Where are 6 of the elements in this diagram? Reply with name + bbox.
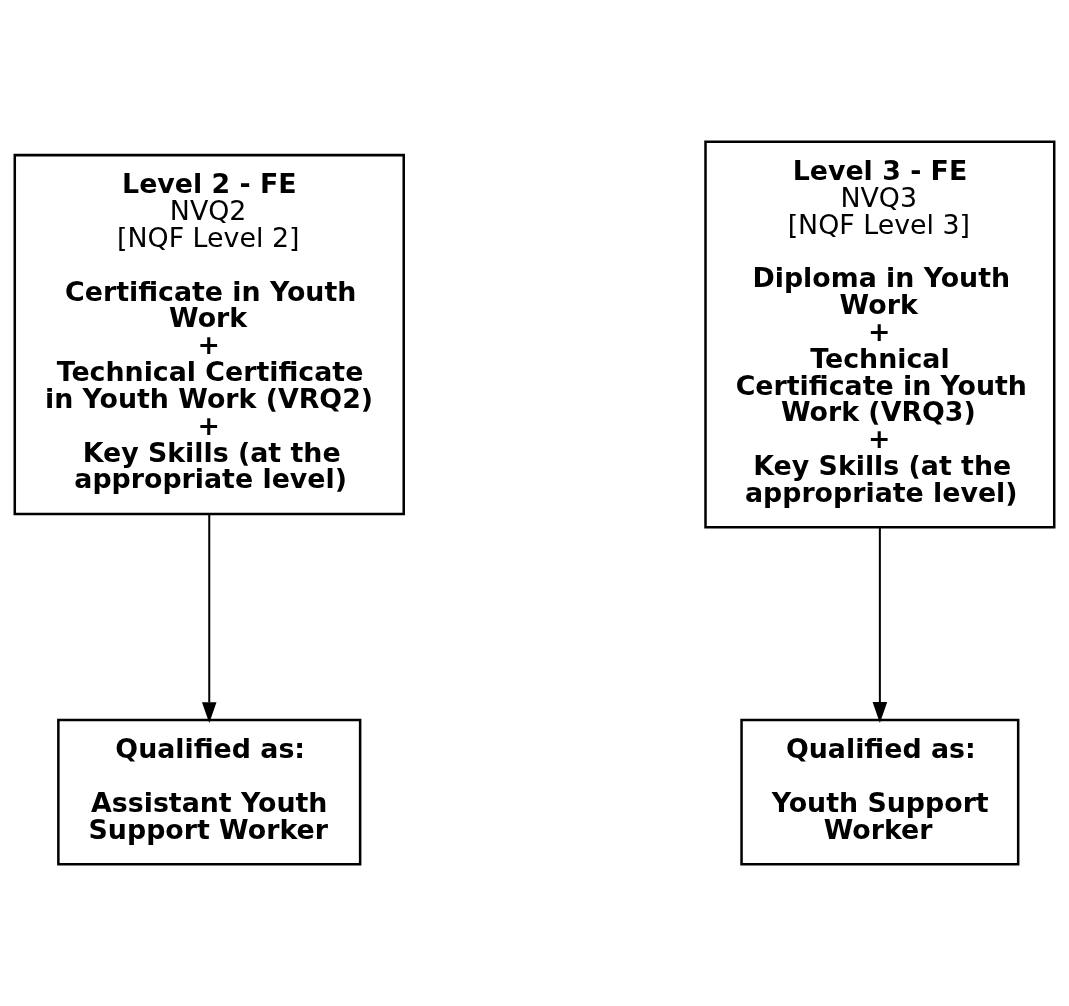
node-box: Level 3 - FE NVQ3 [NQF Level 3] Diploma in Youth Work + Technical Certificate in Youth Work (VRQ3) + Key Skills (at the appropriate level) (704, 140, 1056, 529)
arrow (872, 527, 888, 723)
node-box: Qualified as: Youth Support Worker (740, 718, 1020, 866)
node-box: Qualified as: Assistant Youth Support Worker (57, 718, 362, 866)
arrow (201, 514, 217, 723)
node-box: Level 2 - FE NVQ2 [NQF Level 2] Certificate in Youth Work + Technical Certificate in Youth Work (VRQ2) + Key Skills (at the appropriate level) (13, 153, 405, 516)
